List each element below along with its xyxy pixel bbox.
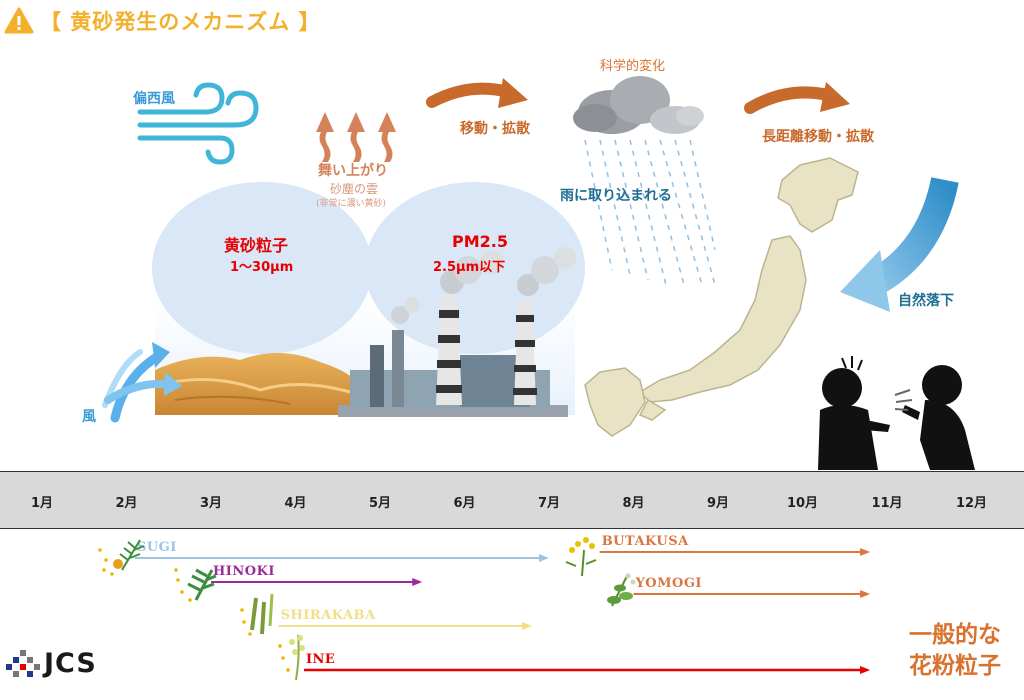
japan-map-icon	[584, 157, 859, 437]
month-label: 10月	[786, 496, 819, 511]
title-bar: 【 黄砂発生のメカニズム 】	[4, 4, 321, 38]
jcs-logo-text: JCS	[44, 648, 97, 679]
ine-plant-icon	[278, 634, 305, 681]
month-label: 7月	[537, 496, 561, 511]
natural-fall-arrow-icon	[840, 176, 959, 312]
rise-arrows-icon	[316, 112, 396, 162]
long-distance-label: 長距離移動・拡散	[762, 129, 874, 145]
pollen-plant-icons	[98, 537, 636, 681]
pollen-period-arrowhead	[860, 590, 871, 598]
pollen-period-arrowhead	[860, 666, 871, 674]
pollen-label-sugi: SUGI	[136, 540, 177, 555]
month-label: 3月	[199, 496, 223, 511]
westerly-wind-icon	[137, 82, 259, 165]
wind-label: 風	[82, 409, 96, 425]
pollen-label-shirakaba: SHIRAKABA	[280, 608, 376, 623]
month-band	[0, 471, 1024, 529]
yomogi-plant-icon	[607, 573, 636, 607]
pollen-label-yomogi: YOMOGI	[635, 576, 703, 591]
pollen-period-arrowhead	[412, 578, 423, 586]
hinoki-plant-icon	[174, 568, 217, 602]
dust-cloud-label: 砂塵の雲	[330, 182, 379, 196]
month-label: 12月	[955, 496, 988, 511]
butakusa-plant-icon	[565, 537, 597, 577]
natural-fall-label: 自然落下	[898, 293, 954, 309]
wind-icon	[102, 342, 182, 423]
month-label: 11月	[871, 496, 903, 511]
pollen-period-arrowhead	[522, 622, 533, 630]
westerly-wind-label: 偏西風	[133, 91, 175, 107]
person-sneezing-icon	[818, 365, 975, 470]
pollen-period-arrowhead	[539, 554, 549, 562]
sneeze-mark-icon	[841, 356, 913, 411]
month-label: 1月	[30, 496, 54, 511]
mechanism-diagram	[102, 76, 975, 470]
factory-icon	[338, 247, 576, 417]
pollen-timeline	[134, 548, 871, 674]
dust-cloud-note: (非常に濃い黄砂)	[316, 199, 387, 209]
dust-particle-circle	[152, 182, 372, 354]
common-pollen-label: 一般的な花粉粒子	[909, 622, 1001, 679]
pm25-size-label: 2.5μm以下	[433, 260, 506, 275]
move-diffuse-label: 移動・拡散	[460, 121, 530, 137]
rain-icon	[584, 139, 716, 286]
month-label: 5月	[368, 496, 392, 511]
rain-absorb-label: 雨に取り込まれる	[560, 188, 672, 204]
dust-size-label: 1〜30μm	[230, 260, 294, 275]
pollen-label-butakusa: BUTAKUSA	[601, 534, 689, 549]
rise-up-label: 舞い上がり	[318, 163, 388, 179]
jcs-logo-mark-icon	[6, 649, 40, 677]
page-title: 【 黄砂発生のメカニズム 】	[40, 10, 321, 34]
shirakaba-plant-icon	[240, 593, 274, 636]
move-arrow-icon	[426, 78, 528, 108]
chem-change-label: 科学的変化	[600, 59, 666, 74]
desert-icon	[155, 352, 355, 415]
month-label: 6月	[453, 496, 476, 511]
month-label: 8月	[622, 496, 645, 511]
jcs-logo: JCS	[6, 648, 97, 679]
pollen-label-ine: INE	[305, 652, 336, 667]
pollen-label-hinoki: HINOKI	[213, 564, 275, 579]
dust-particle-label: 黄砂粒子	[224, 236, 289, 255]
sugi-plant-icon	[98, 539, 145, 576]
warning-icon	[4, 7, 34, 34]
cloud-icon	[573, 76, 704, 134]
month-label: 4月	[284, 496, 307, 511]
pm25-label: PM2.5	[452, 232, 508, 251]
month-label: 2月	[115, 496, 138, 511]
month-label: 9月	[706, 496, 730, 511]
pollen-period-arrowhead	[860, 548, 871, 556]
long-move-arrow-icon	[744, 82, 850, 114]
